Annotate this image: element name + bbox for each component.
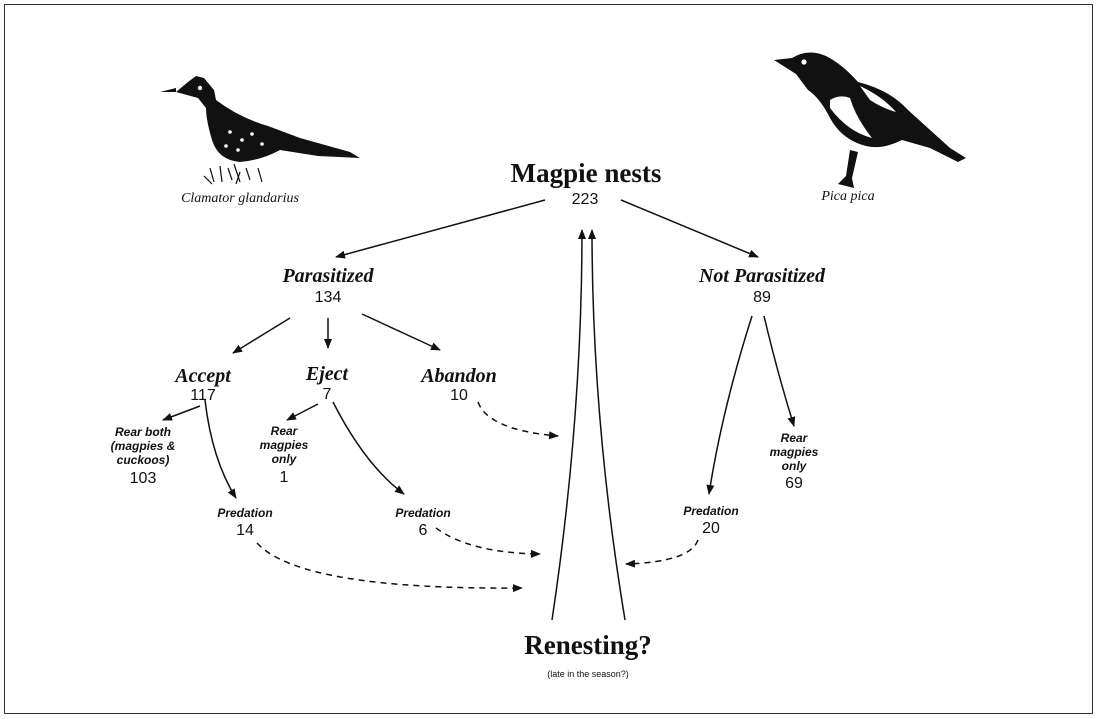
renesting-label: Renesting? — [524, 630, 652, 660]
predation-np-count: 20 — [702, 520, 720, 537]
root-title: Magpie nests — [510, 158, 662, 188]
accept-count: 117 — [190, 387, 216, 404]
accept-label: Accept — [175, 365, 231, 387]
abandon-label: Abandon — [421, 365, 497, 387]
predation-accept-label: Predation — [217, 506, 273, 520]
cuckoo-illustration — [160, 76, 360, 185]
magpie-illustration — [774, 52, 966, 188]
arrow-not-parasitized-to-predation — [706, 315, 753, 495]
abandon-count: 10 — [450, 387, 468, 404]
arrow-renesting-right-up — [588, 229, 626, 621]
arrow-nests-to-not-parasitized — [620, 199, 759, 258]
root-count: 223 — [571, 191, 599, 208]
dashed-arrow-predation-accept-to-renesting — [256, 542, 523, 593]
predation-np-label: Predation — [683, 504, 739, 518]
arrow-accept-to-rear-both — [162, 405, 201, 421]
arrow-eject-to-rear-magpies — [286, 403, 319, 421]
arrow-eject-to-predation — [332, 401, 405, 495]
renesting-note: (late in the season?) — [547, 669, 629, 679]
arrow-accept-to-predation — [204, 399, 237, 499]
species-label-cuckoo: Clamator glandarius — [181, 191, 299, 206]
rear-magpies-np-label: Rear magpies only — [769, 431, 819, 473]
predation-accept-count: 14 — [236, 522, 254, 539]
arrow-nests-to-parasitized — [335, 199, 546, 259]
dashed-arrow-predation-eject-to-renesting — [435, 527, 541, 558]
dashed-arrow-predation-np-to-renesting — [625, 539, 699, 568]
arrow-not-parasitized-to-rear-magpies — [763, 315, 796, 427]
rear-both-label: Rear both (magpies & cuckoos) — [110, 425, 176, 467]
parasitized-count: 134 — [314, 289, 342, 306]
not-parasitized-count: 89 — [753, 289, 771, 306]
rear-magpies-np-count: 69 — [785, 475, 803, 492]
eject-label: Eject — [305, 363, 349, 385]
figure-frame — [4, 4, 1093, 714]
parasitized-label: Parasitized — [282, 265, 374, 287]
dashed-arrow-abandon-to-renesting — [477, 401, 559, 440]
predation-eject-label: Predation — [395, 506, 451, 520]
eject-count: 7 — [322, 386, 332, 403]
rear-both-count: 103 — [129, 470, 157, 487]
rear-magpies-eject-label: Rear magpies only — [259, 424, 309, 466]
arrow-parasitized-to-accept — [232, 317, 291, 354]
predation-eject-count: 6 — [418, 522, 428, 539]
not-parasitized-label: Not Parasitized — [698, 265, 826, 287]
arrow-parasitized-to-abandon — [361, 313, 441, 351]
species-label-magpie: Pica pica — [821, 189, 875, 204]
rear-magpies-eject-count: 1 — [279, 469, 289, 486]
arrow-renesting-left-up — [551, 229, 586, 621]
